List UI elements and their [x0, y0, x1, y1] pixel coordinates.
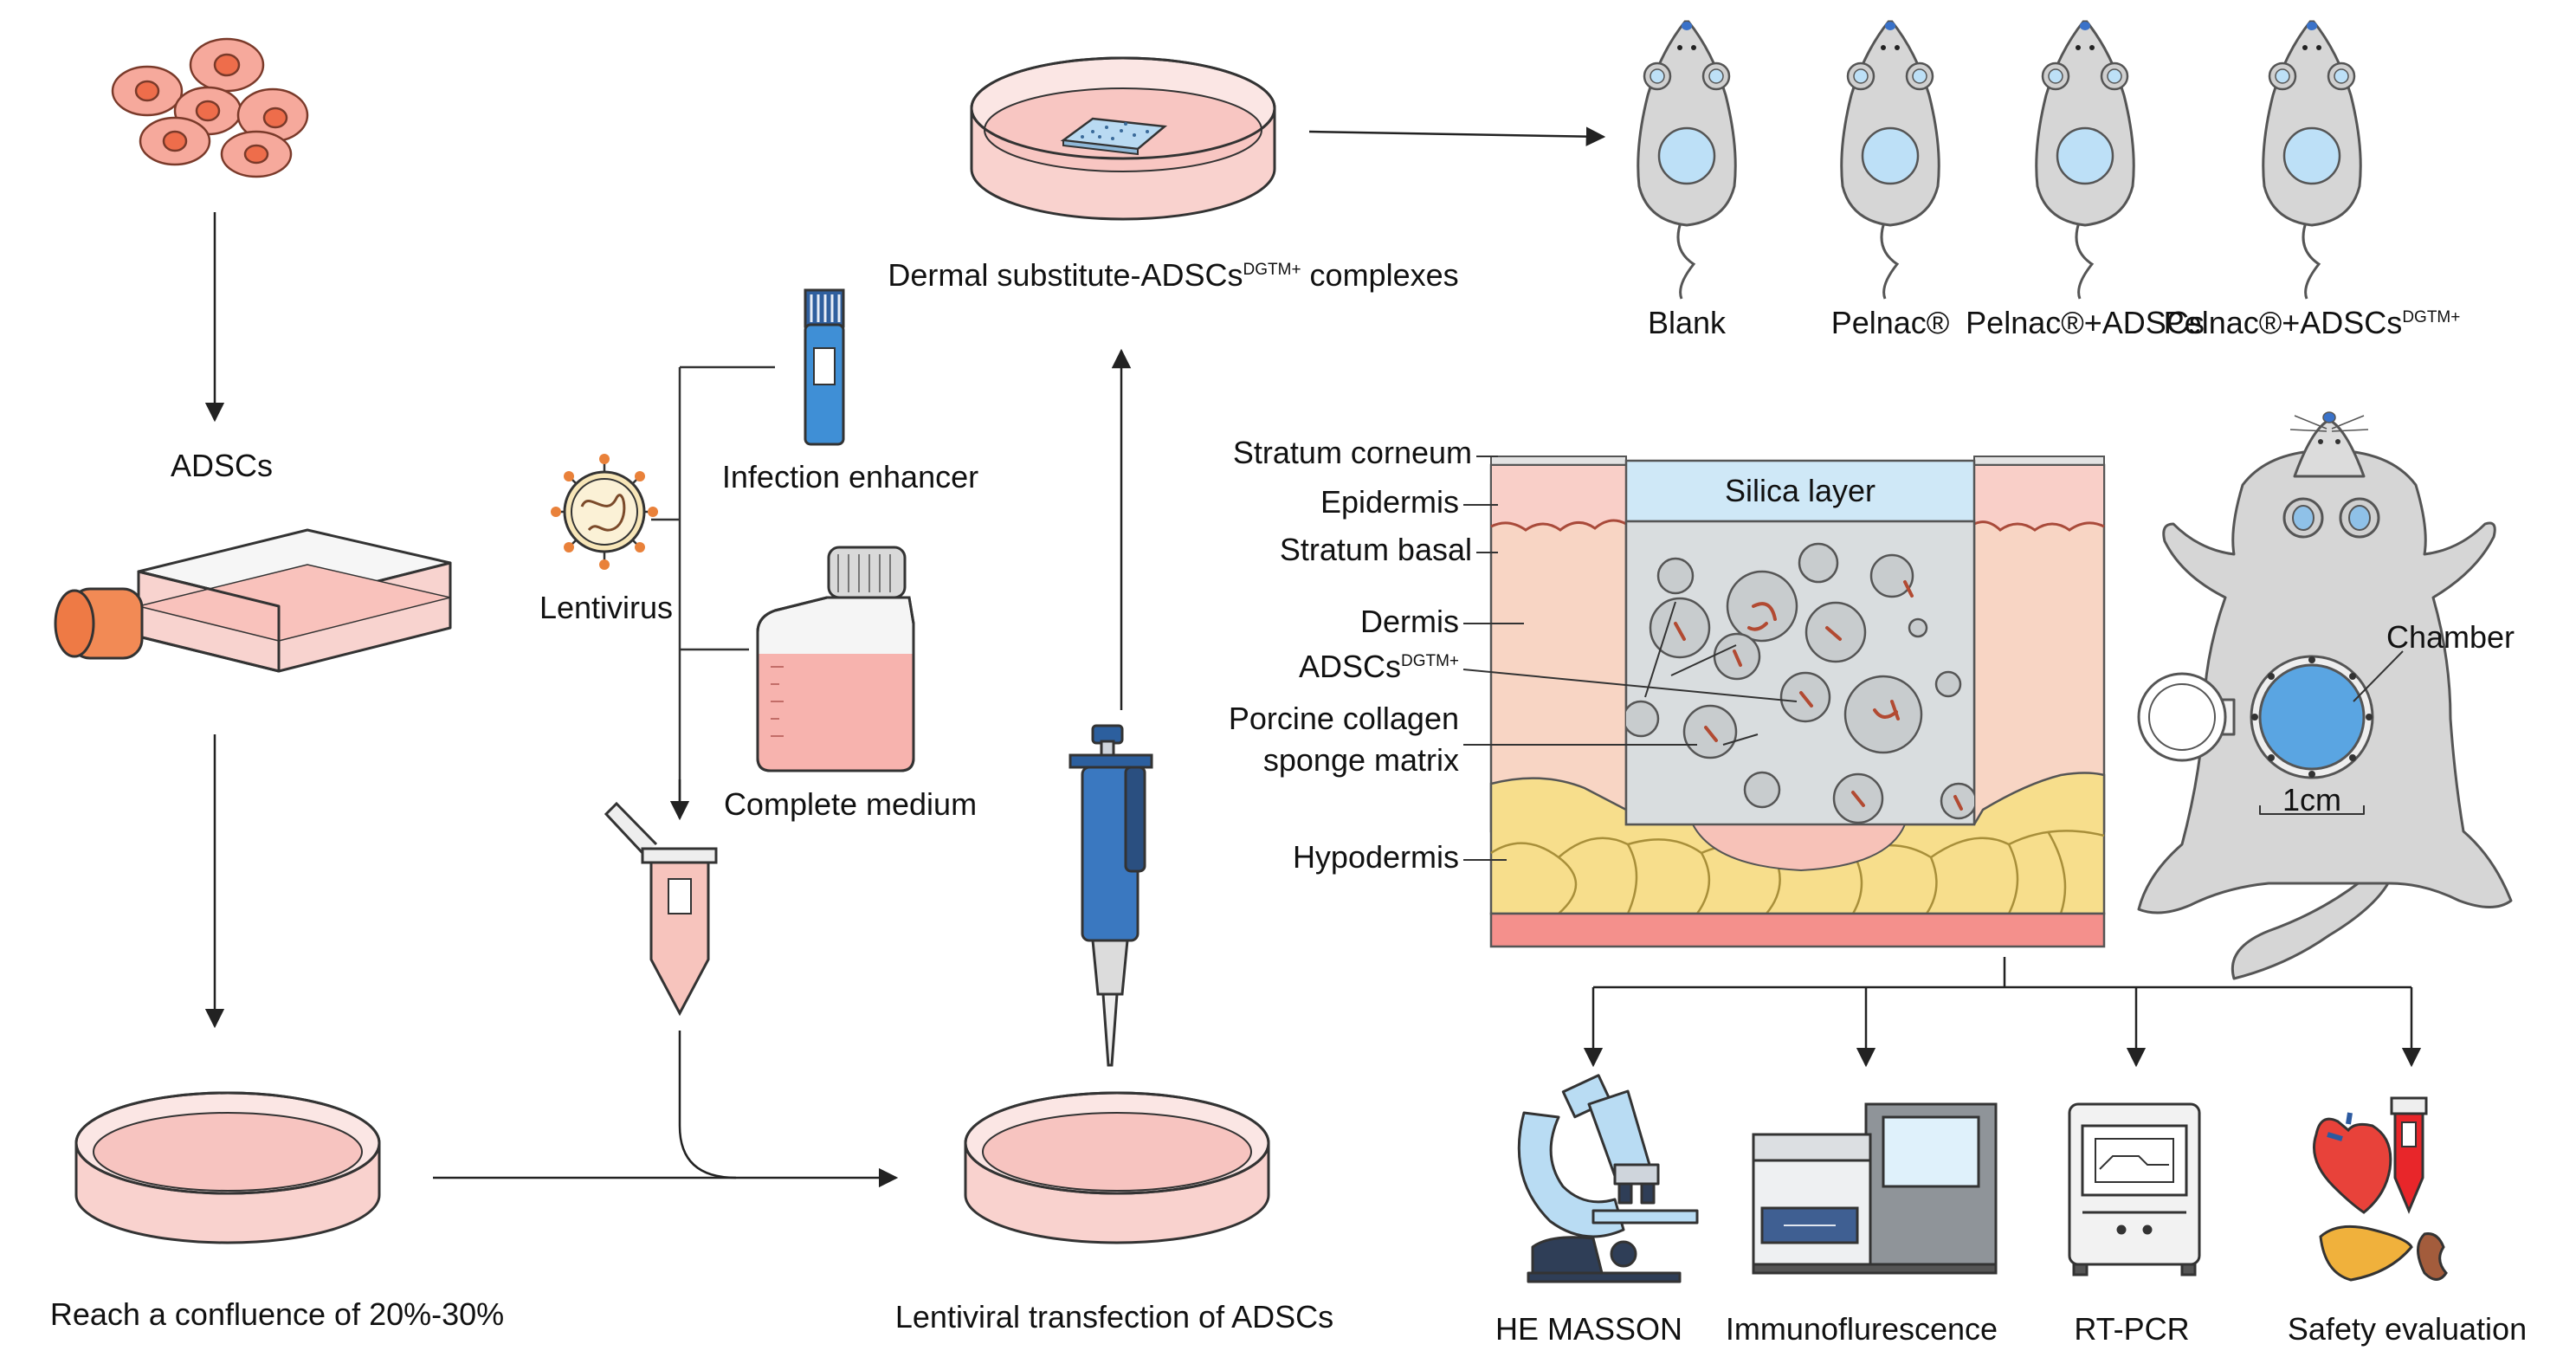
confluence-label: Reach a confluence of 20%-30%	[49, 1296, 505, 1332]
group-label-1: Pelnac®	[1830, 305, 1950, 340]
analysis-label-2: RT-PCR	[2074, 1311, 2190, 1347]
porcine-label-1: Porcine collagen	[1228, 701, 1459, 736]
group-label-3: Pelnac®+ADSCsDGTM+	[2163, 305, 2461, 340]
culture-flask-icon	[54, 528, 452, 673]
centrifuge-tube-icon	[604, 801, 718, 1017]
silica-layer-label: Silica layer	[1724, 473, 1876, 508]
pipette-icon	[1068, 724, 1153, 1067]
arrow-complexes-to-mice	[1308, 126, 1606, 146]
analysis-label-3: Safety evaluation	[2287, 1311, 2528, 1347]
adsc-cells-icon	[111, 37, 309, 178]
analysis-label-1: Immunoflurescence	[1725, 1311, 1998, 1347]
adscs-label: ADSCs	[170, 448, 274, 483]
infection-enhancer-label: Infection enhancer	[721, 459, 979, 494]
scale-label: 1cm	[2282, 782, 2342, 817]
group-label-0: Blank	[1647, 305, 1727, 340]
analysis-connectors	[1593, 957, 2411, 989]
adscs-dgtm-label: ADSCsDGTM+	[1298, 649, 1459, 684]
analysis-label-0: HE MASSON	[1495, 1311, 1683, 1347]
mouse-icon-0	[1637, 20, 1737, 300]
pcr-machine-icon	[2068, 1102, 2201, 1276]
dermis-label: Dermis	[1360, 604, 1459, 639]
complete-medium-label: Complete medium	[723, 786, 978, 822]
reagent-bracket	[651, 365, 775, 818]
mouse-icon-1	[1840, 20, 1940, 300]
lentivirus-label: Lentivirus	[539, 590, 674, 625]
silica-layer	[1624, 459, 1976, 523]
stratum-corneum-label: Stratum corneum	[1232, 435, 1472, 470]
epidermis-label: Epidermis	[1320, 484, 1459, 520]
complete-medium-bottle-icon	[756, 546, 915, 772]
mouse-icon-3	[2262, 20, 2362, 300]
rat-chamber-icon	[2137, 411, 2513, 980]
infection-enhancer-tube-icon	[804, 288, 845, 446]
petri-dish-transfection-icon	[964, 1091, 1270, 1244]
hypodermis-label: Hypodermis	[1292, 839, 1459, 875]
mouse-icon-2	[2035, 20, 2135, 300]
porcine-label-2: sponge matrix	[1262, 742, 1459, 778]
connector-tube-to-dish	[678, 1031, 737, 1179]
stratum-basal-label: Stratum basal	[1279, 532, 1472, 567]
group-label-2: Pelnac®+ADSCs	[1966, 305, 2205, 340]
complexes-label: Dermal substitute-ADSCsDGTM+ complexes	[888, 257, 1459, 293]
mouse-groups	[1637, 20, 2362, 300]
skin-wound-model	[1462, 456, 2106, 948]
chamber-label: Chamber	[2386, 619, 2515, 655]
organs-icon	[2313, 1096, 2448, 1282]
lentivirus-icon	[551, 454, 658, 570]
microscope-icon	[1517, 1074, 1699, 1283]
petri-dish-confluence-icon	[74, 1091, 381, 1244]
petri-dish-complexes-icon	[970, 56, 1276, 221]
imaging-system-icon	[1752, 1102, 1998, 1275]
transfection-label: Lentiviral transfection of ADSCs	[894, 1299, 1334, 1334]
